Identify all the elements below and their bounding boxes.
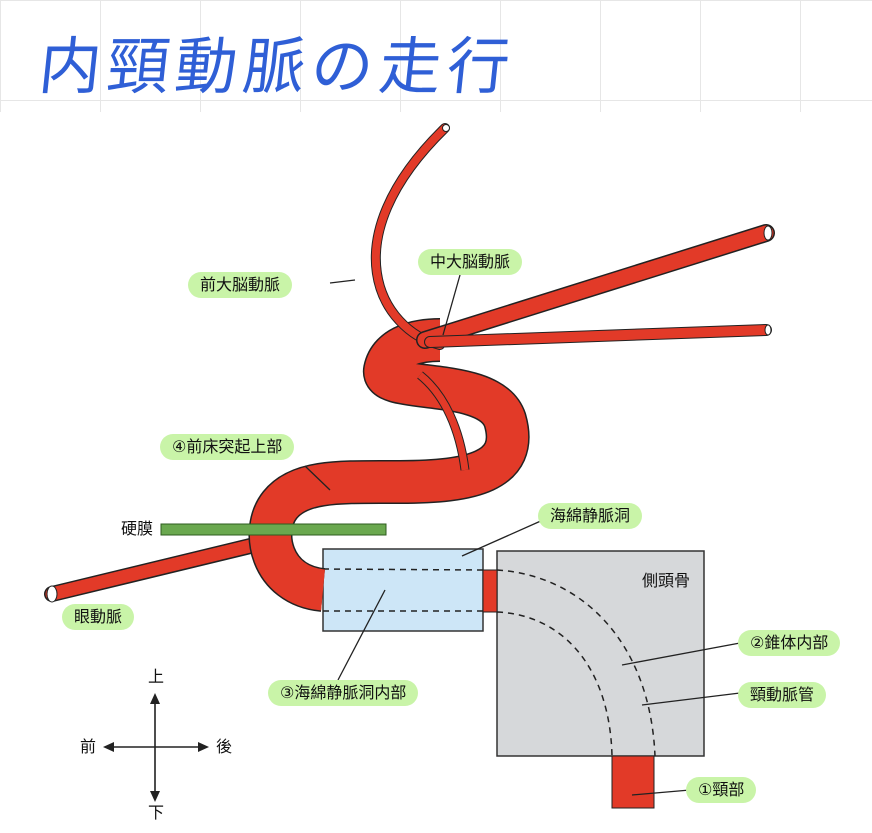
label-cervical: ①頸部 [686, 777, 757, 803]
leader-cavernous-sinus [461, 519, 544, 557]
cavernous-sinus-box [322, 548, 484, 632]
mca-upper-end [763, 225, 773, 241]
label-middle-cerebral-artery: 中大脳動脈 [418, 249, 523, 275]
leader-petrous [621, 642, 741, 666]
label-cavernous-sinus: 海綿静脈洞 [538, 503, 643, 529]
label-carotid-canal: 頸動脈管 [738, 682, 827, 708]
leader-cervical [631, 789, 691, 796]
mca-lower-end [764, 324, 772, 336]
label-temporal-bone: 側頭骨 [642, 571, 691, 590]
leader-carotid-canal [641, 692, 741, 706]
cavernous-dash-top [322, 568, 484, 571]
ophthalmic-end [46, 585, 58, 603]
cervical-segment [611, 755, 655, 809]
dura-bar [160, 523, 387, 536]
leader-mca [442, 274, 461, 336]
leader-cavernous [337, 589, 386, 681]
leader-aca [329, 279, 356, 284]
label-cavernous-segment: ③海綿静脈洞内部 [268, 680, 419, 706]
label-supraclinoid: ④前床突起上部 [160, 434, 295, 460]
label-ophthalmic-artery: 眼動脈 [62, 604, 135, 630]
label-petrous: ②錐体内部 [738, 630, 841, 656]
direction-down: 下 [148, 803, 165, 822]
temporal-bone-box [496, 550, 705, 757]
direction-anterior: 前 [80, 737, 97, 756]
direction-up: 上 [148, 667, 165, 686]
anterior-cerebral-artery [370, 123, 450, 350]
carotid-canal-outer [496, 569, 656, 757]
orientation-cross [103, 693, 209, 802]
carotid-canal-inner [496, 611, 613, 757]
aca-end [442, 124, 450, 132]
connector-segment [482, 569, 498, 613]
leader-supraclinoid [304, 465, 331, 491]
label-anterior-cerebral-artery: 前大脳動脈 [188, 272, 293, 298]
label-dura: 硬膜 [121, 519, 154, 538]
direction-posterior: 後 [216, 737, 233, 756]
